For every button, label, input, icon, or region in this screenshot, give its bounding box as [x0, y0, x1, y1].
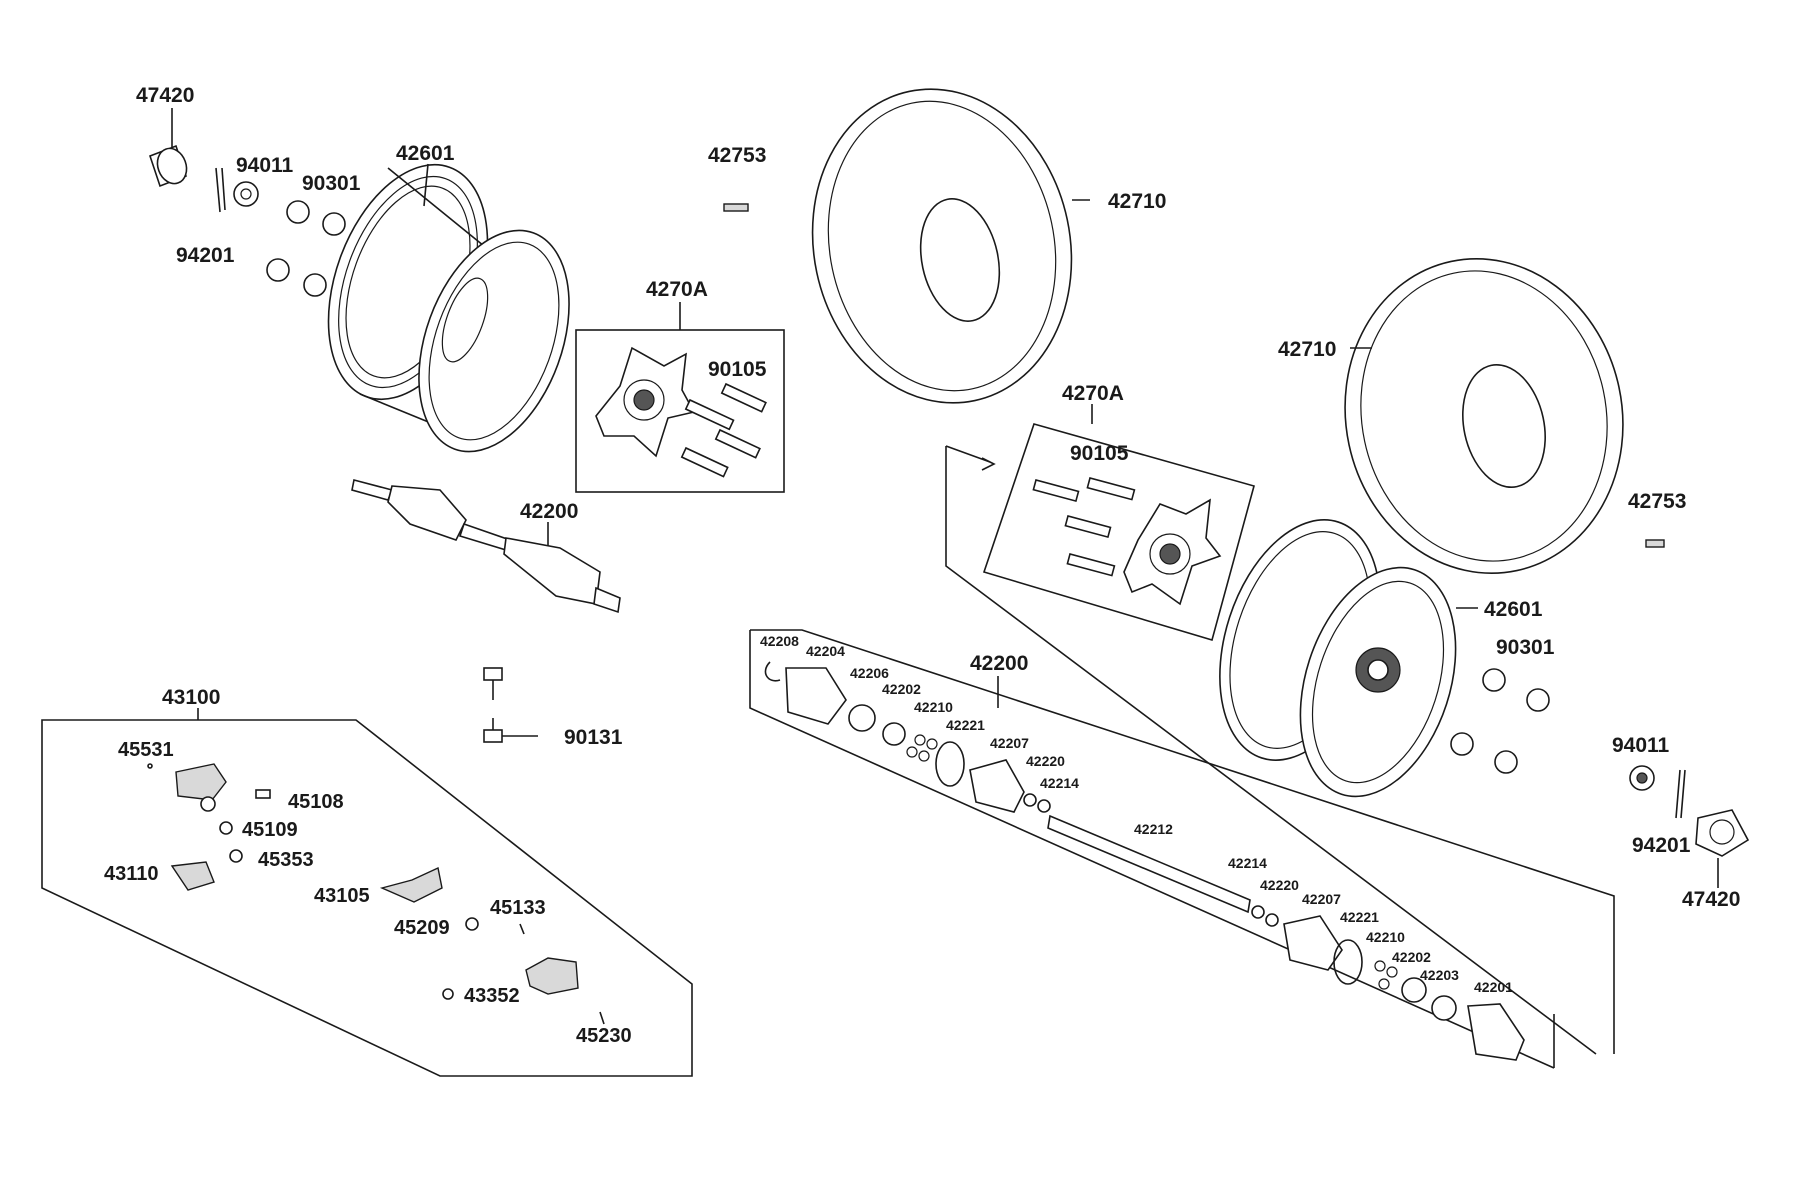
hub-kit-box-left: [575, 329, 785, 493]
label-90301-left: 90301: [302, 172, 361, 195]
label-42210-top: 42210: [914, 699, 953, 715]
label-42207-bottom: 42207: [1302, 891, 1341, 907]
label-42753-top: 42753: [708, 144, 766, 167]
label-42214-top: 42214: [1040, 775, 1079, 791]
label-43110: 43110: [104, 863, 159, 885]
axle-left: [351, 479, 621, 614]
label-94201-left: 94201: [176, 244, 235, 267]
brake-kit-box: [41, 719, 693, 1077]
tire-upper: [811, 88, 1073, 404]
label-90105-right: 90105: [1070, 442, 1129, 465]
label-42753-right: 42753: [1628, 490, 1686, 513]
label-45133: 45133: [490, 897, 546, 919]
label-47420-right: 47420: [1682, 888, 1740, 911]
part-labels: 47420 94011 90301 94201 42601 42753 4271…: [104, 84, 1740, 1047]
label-42220-bottom: 42220: [1260, 877, 1299, 893]
hub-cap-right: [1695, 809, 1750, 857]
label-42601-left: 42601: [396, 142, 455, 165]
label-4270A-left: 4270A: [646, 278, 708, 301]
label-42201: 42201: [1474, 979, 1513, 995]
valve-stem-left: [723, 203, 749, 212]
label-94201-right: 94201: [1632, 834, 1691, 857]
label-42214-bottom: 42214: [1228, 855, 1267, 871]
label-45108: 45108: [288, 791, 344, 813]
cotter-pin-left: [215, 167, 226, 213]
label-45353: 45353: [258, 849, 314, 871]
label-94011-right: 94011: [1612, 734, 1670, 757]
label-47420-left: 47420: [136, 84, 194, 107]
label-4270A-right: 4270A: [1062, 382, 1124, 405]
label-43105: 43105: [314, 885, 370, 907]
label-42210-bottom: 42210: [1366, 929, 1405, 945]
label-42601-right: 42601: [1484, 598, 1543, 621]
label-42710-lower: 42710: [1278, 338, 1336, 361]
label-45209: 45209: [394, 917, 450, 939]
label-42220-top: 42220: [1026, 753, 1065, 769]
label-42202-bottom: 42202: [1392, 949, 1431, 965]
castle-nut-left: [233, 181, 259, 207]
label-45230: 45230: [576, 1025, 632, 1047]
label-42208: 42208: [760, 633, 799, 649]
label-42204: 42204: [806, 643, 845, 659]
label-42207-top: 42207: [990, 735, 1029, 751]
label-42206: 42206: [850, 665, 889, 681]
castle-nut-right: [1629, 765, 1655, 791]
label-42200-right: 42200: [970, 652, 1028, 675]
rim-right: [1219, 519, 1457, 798]
valve-stem-right: [1645, 539, 1665, 548]
label-90301-right: 90301: [1496, 636, 1555, 659]
label-45531: 45531: [118, 739, 174, 761]
label-94011-left: 94011: [236, 154, 294, 177]
label-42212: 42212: [1134, 821, 1173, 837]
hub-kit-box-right: [945, 423, 1597, 1055]
tire-lower: [1344, 258, 1624, 574]
label-43100: 43100: [162, 686, 220, 709]
label-42221-top: 42221: [946, 717, 985, 733]
lug-nuts-left: [266, 200, 346, 297]
label-42221-bottom: 42221: [1340, 909, 1379, 925]
rim-left: [327, 163, 570, 453]
label-42202-top: 42202: [882, 681, 921, 697]
label-42203: 42203: [1420, 967, 1459, 983]
label-42200-left: 42200: [520, 500, 578, 523]
label-43352: 43352: [464, 985, 520, 1007]
label-90105-left: 90105: [708, 358, 767, 381]
hub-cap-left: [148, 144, 188, 188]
leader-lines: [171, 108, 1719, 888]
bolts-90131: [483, 667, 538, 743]
label-90131: 90131: [564, 726, 623, 749]
label-42710-upper: 42710: [1108, 190, 1166, 213]
axle-exploded-box: [749, 629, 1615, 1069]
label-45109: 45109: [242, 819, 298, 841]
lug-nuts-right: [1450, 668, 1550, 774]
cotter-pin-right: [1675, 769, 1686, 819]
